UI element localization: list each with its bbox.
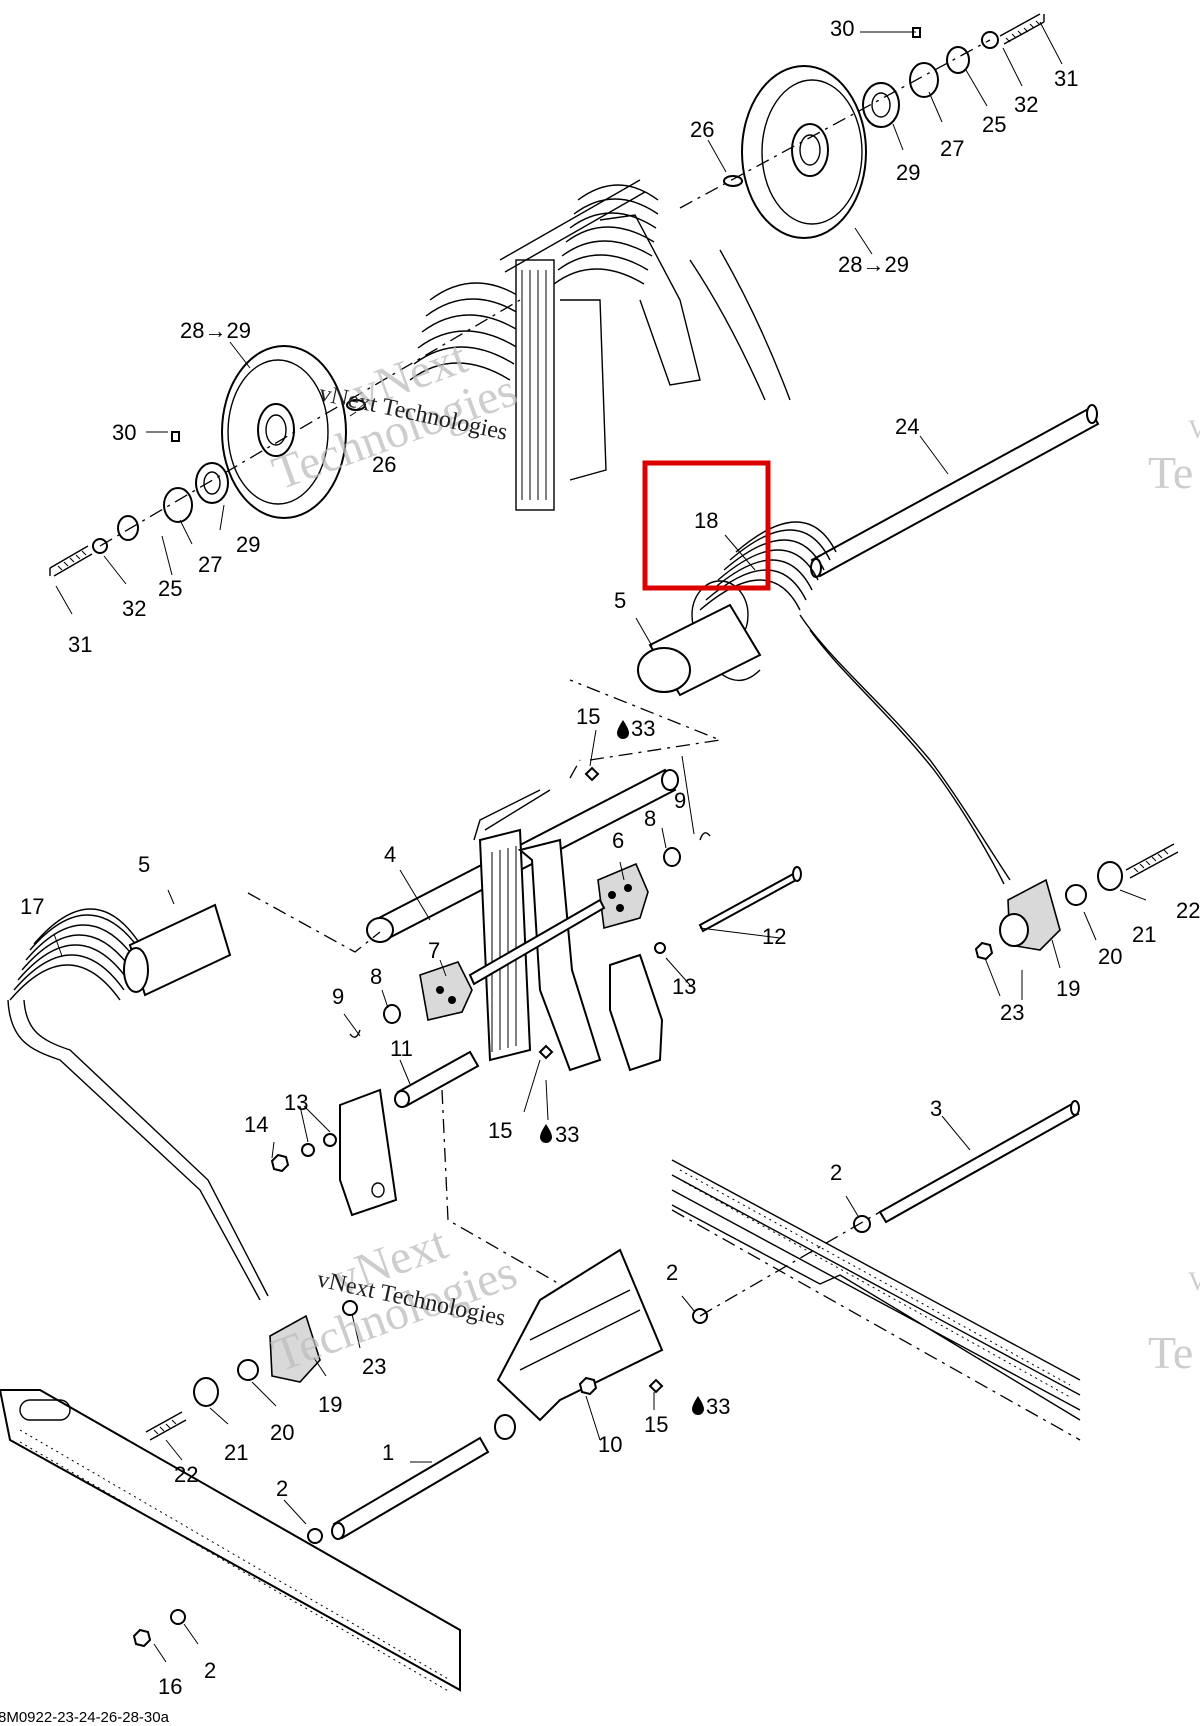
label-26-top: 26 — [690, 117, 714, 142]
part-labels: 30 31 32 25 27 29 26 28→29 28→29 30 26 2… — [20, 16, 1200, 1699]
center-frame-assembly — [247, 679, 802, 1291]
label-18: 18 — [694, 508, 718, 533]
watermark-edge-v1: V — [1188, 415, 1200, 444]
label-25-top: 25 — [982, 112, 1006, 137]
top-wheel-assembly — [49, 13, 1045, 577]
watermark-edge-te2: Te — [1148, 1327, 1193, 1378]
label-27-left: 27 — [198, 552, 222, 577]
drop-icon-33b — [540, 1124, 552, 1143]
label-19-left: 19 — [318, 1392, 342, 1417]
label-27-top: 27 — [940, 136, 964, 161]
label-16: 16 — [158, 1674, 182, 1699]
label-2-bottom: 2 — [204, 1658, 216, 1683]
label-13-left: 13 — [284, 1090, 308, 1115]
grease-drop-icons — [540, 720, 704, 1415]
idler-wheel-lower — [49, 299, 521, 577]
spring-shaft-assembly — [637, 404, 1100, 885]
label-32-top: 32 — [1014, 92, 1038, 117]
label-23-right: 23 — [1000, 1000, 1024, 1025]
label-4: 4 — [384, 842, 396, 867]
label-33-mid: 33 — [555, 1122, 579, 1147]
pivot-block-7 — [349, 898, 606, 1038]
label-17: 17 — [20, 894, 44, 919]
label-31-top: 31 — [1054, 66, 1078, 91]
label-15-mid: 15 — [488, 1118, 512, 1143]
label-5-upper: 5 — [614, 588, 626, 613]
label-1: 1 — [382, 1440, 394, 1465]
pivot-block-6 — [597, 832, 711, 930]
label-21-right: 21 — [1132, 922, 1156, 947]
label-25-left: 25 — [158, 576, 182, 601]
label-9-upper: 9 — [674, 788, 686, 813]
label-33-upper: 33 — [631, 716, 655, 741]
label-10: 10 — [598, 1432, 622, 1457]
label-24: 24 — [895, 414, 919, 439]
label-2-left: 2 — [276, 1476, 288, 1501]
highlight-box-18 — [642, 460, 771, 591]
rails-and-shafts — [0, 1100, 1081, 1693]
drop-icon-33c — [692, 1396, 704, 1415]
label-19-right: 19 — [1056, 976, 1080, 1001]
label-28to29-left: 28→29 — [180, 318, 251, 343]
watermark: vNext Technologies vNext Technologies vN… — [266, 330, 1200, 1382]
label-29-left: 29 — [236, 532, 260, 557]
label-30-left: 30 — [112, 420, 136, 445]
watermark-edge-v2: V — [1188, 1267, 1200, 1296]
label-15-lower: 15 — [644, 1412, 668, 1437]
label-2-center: 2 — [666, 1260, 678, 1285]
label-30-top: 30 — [830, 16, 854, 41]
label-9-lower: 9 — [332, 984, 344, 1009]
drop-icon-33a — [617, 720, 629, 739]
label-20-left: 20 — [270, 1420, 294, 1445]
label-21-left: 21 — [224, 1440, 248, 1465]
torsion-spring-17 — [7, 903, 269, 1301]
top-springs — [409, 179, 791, 511]
label-15-upper: 15 — [576, 704, 600, 729]
idler-wheel-upper — [679, 13, 1045, 239]
label-32-left: 32 — [122, 596, 146, 621]
label-7: 7 — [428, 938, 440, 963]
label-20-right: 20 — [1098, 944, 1122, 969]
label-22-right: 22 — [1176, 898, 1200, 923]
label-22-left: 22 — [174, 1462, 198, 1487]
right-side-parts — [974, 843, 1179, 961]
label-13-right: 13 — [672, 974, 696, 999]
label-31-left: 31 — [68, 632, 92, 657]
label-28to29-top: 28→29 — [838, 252, 909, 277]
label-29-top: 29 — [896, 160, 920, 185]
label-11: 11 — [390, 1036, 413, 1061]
label-6: 6 — [612, 828, 624, 853]
label-26-left: 26 — [372, 452, 396, 477]
leader-lines — [53, 21, 1147, 1663]
watermark-edge-te1: Te — [1148, 447, 1193, 498]
label-2-right: 2 — [830, 1160, 842, 1185]
label-5-lower: 5 — [138, 852, 150, 877]
label-14: 14 — [244, 1112, 268, 1137]
label-8-upper: 8 — [644, 806, 656, 831]
label-33-lower: 33 — [706, 1394, 730, 1419]
torsion-spring-18 — [691, 521, 1011, 885]
diagram-code: 8M0922-23-24-26-28-30a — [0, 1709, 170, 1726]
label-12: 12 — [762, 924, 786, 949]
label-23-left: 23 — [362, 1354, 386, 1379]
label-3: 3 — [930, 1096, 942, 1121]
label-8-lower: 8 — [370, 964, 382, 989]
